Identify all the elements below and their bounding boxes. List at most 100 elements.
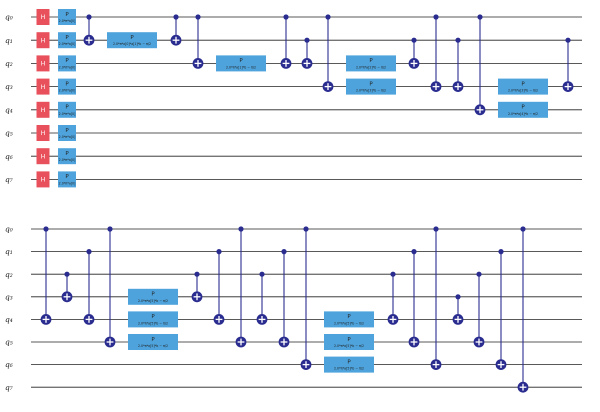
qubit-label: q₃ — [5, 292, 13, 301]
phase-param: 2.0*π*a[3]*b − π/2 — [356, 89, 386, 93]
phase-param: 2.0*π*a[0] — [59, 65, 76, 69]
hadamard-label: H — [41, 61, 46, 68]
phase-label: P — [521, 81, 525, 87]
cnot-gate — [280, 14, 292, 69]
phase-gate: P2.0*π*a[5]*b − π/2 — [128, 334, 178, 350]
hadamard-gate: H — [36, 148, 50, 165]
phase-label: P — [151, 292, 155, 298]
target-icon — [452, 81, 464, 92]
phase-param: 2.0*π*a[4]*b − π/2 — [508, 112, 538, 116]
target-icon — [301, 58, 313, 69]
phase-box — [498, 101, 548, 118]
phase-box — [107, 32, 157, 49]
phase-param: 2.0*π*a[5]*b − π/2 — [334, 321, 364, 325]
hadamard-gate: H — [36, 9, 50, 25]
control-dot-icon — [433, 14, 439, 20]
hadamard-box — [36, 9, 50, 25]
cnot-gate — [430, 226, 442, 370]
control-dot-icon — [565, 37, 571, 43]
cnot-gate — [83, 14, 95, 46]
phase-gate: P2.0*π*a[5]*b − π/2 — [324, 334, 374, 350]
target-icon — [300, 359, 312, 370]
phase-param: 2.0*π*a[5]*b − π/2 — [334, 367, 364, 371]
control-dot-icon — [64, 271, 70, 277]
hadamard-label: H — [41, 84, 46, 91]
control-dot-icon — [411, 37, 417, 43]
hadamard-box — [36, 55, 50, 72]
phase-label: P — [369, 81, 373, 87]
target-icon — [104, 336, 116, 348]
control-dot-icon — [173, 14, 179, 20]
phase-box — [346, 78, 396, 95]
control-dot-icon — [281, 249, 287, 255]
phase-label: P — [65, 81, 69, 87]
control-dot-icon — [455, 37, 461, 43]
cnot-gate — [322, 14, 334, 92]
phase-box — [58, 171, 76, 188]
phase-gate: P2.0*π*a[0] — [58, 148, 76, 165]
control-dot-icon — [86, 249, 92, 255]
phase-label: P — [347, 359, 351, 365]
phase-label: P — [65, 35, 69, 41]
phase-gate: P 2.0*π*a[3]*b − π/2 — [498, 78, 548, 95]
target-icon — [191, 291, 203, 303]
control-dot-icon — [455, 294, 461, 300]
target-icon — [387, 314, 399, 325]
phase-label: P — [239, 58, 243, 64]
cnot-gate — [213, 249, 225, 325]
phase-label: P — [347, 337, 351, 343]
cnot-gate — [452, 37, 464, 92]
target-icon — [280, 58, 292, 69]
phase-gate: P2.0*π*a[2]*b − π/2 — [346, 55, 396, 72]
cnot-gate — [408, 249, 420, 348]
cnot-gate — [562, 37, 574, 92]
control-dot-icon — [43, 226, 49, 232]
target-icon — [408, 58, 420, 69]
cnot-gate — [104, 226, 116, 348]
phase-label: P — [65, 12, 69, 18]
cnot-gate — [408, 37, 420, 69]
target-icon — [495, 359, 507, 370]
cnot-gate — [387, 271, 399, 325]
hadamard-gate: H — [36, 78, 50, 95]
phase-box — [58, 55, 76, 72]
phase-gate: P2.0*π*a[5]*b − π/2 — [128, 311, 178, 328]
phase-param: 2.0*π*a[0] — [59, 89, 76, 93]
phase-box — [58, 32, 76, 49]
phase-gate: P2.0*π*a[0] — [58, 9, 76, 25]
cnot-gate — [430, 14, 442, 92]
hadamard-box — [36, 32, 50, 49]
phase-gate: P2.0*π*a[0] — [58, 171, 76, 188]
phase-gate: P2.0*π*a[0] — [58, 55, 76, 72]
phase-box — [324, 311, 374, 328]
control-dot-icon — [86, 14, 92, 20]
hadamard-box — [36, 101, 50, 118]
phase-label: P — [369, 58, 373, 64]
phase-box — [58, 101, 76, 118]
cnot-gate — [61, 271, 73, 303]
qubit-label: q₁ — [5, 36, 13, 45]
phase-gate: P2.0*π*a[1]*b − π/2 — [216, 55, 266, 72]
phase-param: 2.0*π*a[0] — [59, 135, 76, 139]
phase-param: 2.0*π*a[5]*b − π/2 — [138, 321, 168, 325]
target-icon — [278, 336, 290, 348]
cnot-gate — [235, 226, 247, 348]
qubit-label: q₇ — [5, 175, 13, 184]
phase-box — [128, 311, 178, 328]
target-icon — [517, 381, 529, 393]
target-icon — [322, 81, 334, 92]
phase-param: 2.0*π*a[0] — [59, 158, 76, 162]
phase-param: 2.0*π*a[3]*b − π/2 — [508, 89, 538, 93]
target-icon — [474, 104, 486, 116]
target-icon — [256, 314, 268, 325]
qubit-label: q₀ — [5, 225, 13, 234]
target-icon — [170, 34, 182, 46]
phase-box — [216, 55, 266, 72]
phase-label: P — [521, 105, 525, 111]
phase-gate: P 2.0*π*a[5]*b − π/2 — [324, 356, 374, 373]
phase-param: 2.0*π*a[5]*b − π/2 — [334, 344, 364, 348]
target-icon — [61, 291, 73, 303]
hadamard-label: H — [41, 177, 46, 184]
control-dot-icon — [259, 271, 265, 277]
